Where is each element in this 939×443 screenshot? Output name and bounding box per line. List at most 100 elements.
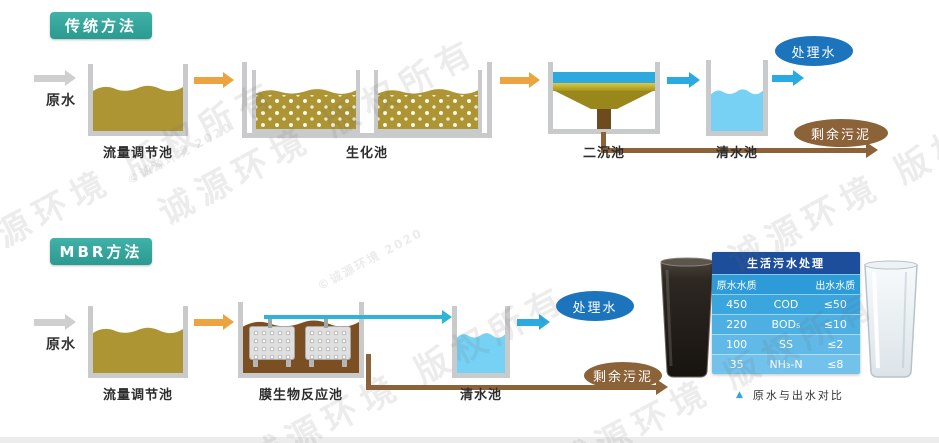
olive-liquid <box>93 323 183 373</box>
clear-water-tank-traditional <box>706 60 768 136</box>
arrow-head <box>65 314 76 330</box>
sedimentation-tank <box>548 62 660 134</box>
module-leg <box>253 360 258 367</box>
raw-water-inflow-arrow-mbr <box>34 314 76 330</box>
raw-water-label-mbr: 原水 <box>46 337 76 353</box>
sludge-pipe-vertical-traditional <box>601 132 606 151</box>
membrane-bioreactor-label: 膜生物反应池 <box>258 388 343 403</box>
page-edge-strip <box>0 437 939 443</box>
permeate-arrow-head <box>442 310 452 324</box>
arrow-shaft <box>194 76 223 84</box>
table-row: 35 NH₃-N ≤8 <box>712 354 860 374</box>
caption-text: 原水与出水对比 <box>752 389 844 402</box>
excess-sludge-pill-mbr: 剩余污泥 <box>584 362 662 389</box>
mbr-method-badge: MBR方法 <box>50 238 152 265</box>
raw-value: 220 <box>726 318 748 331</box>
olive-liquid <box>93 81 183 131</box>
table-row: 100 SS ≤2 <box>712 334 860 354</box>
clear-water-tank-mbr <box>452 306 510 378</box>
arrow-head <box>689 72 700 88</box>
module-riser-pipe-2 <box>324 318 328 328</box>
sludge-arrow-head-traditional <box>866 142 878 158</box>
module-leg <box>342 360 347 367</box>
sludge-pipe-horizontal-traditional <box>601 148 867 153</box>
module-riser-pipe-1 <box>268 318 272 328</box>
flow-regulation-tank-traditional <box>88 64 188 136</box>
out-value: ≤2 <box>827 338 844 351</box>
bio-compartment-1 <box>252 70 360 133</box>
raw-value: 35 <box>729 358 744 371</box>
clear-water-liquid <box>457 329 505 373</box>
arrow-shaft <box>194 318 223 326</box>
module-leg <box>286 360 291 367</box>
raw-value: 100 <box>726 338 748 351</box>
comparison-caption: ▲ 原水与出水对比 <box>736 387 844 403</box>
clear-water-tank-label-mbr: 清水池 <box>459 388 502 403</box>
arrow-shaft <box>34 74 65 82</box>
raw-value: 450 <box>726 298 748 311</box>
out-value: ≤50 <box>823 298 847 311</box>
arrow-head <box>539 314 550 330</box>
aerated-liquid <box>378 85 478 129</box>
arrow-head <box>223 314 234 330</box>
flow-arrow-3-traditional <box>667 72 700 88</box>
caption-triangle-icon: ▲ <box>736 390 745 400</box>
raw-quality-header: 原水水质 <box>716 281 757 292</box>
arrow-shaft <box>500 76 529 84</box>
biochemical-tank <box>242 62 492 138</box>
biochemical-tank-label: 生化池 <box>345 146 388 161</box>
sedimentation-tank-label: 二沉池 <box>582 146 625 161</box>
membrane-module-2 <box>305 326 351 360</box>
sludge-arrow-head-mbr <box>656 379 668 395</box>
arrow-shaft <box>517 318 539 326</box>
treated-water-arrow-traditional <box>772 70 804 86</box>
param-name: NH₃-N <box>769 358 803 371</box>
membrane-module-1 <box>249 326 295 360</box>
flow-arrow-2-traditional <box>500 72 540 88</box>
arrow-shaft <box>667 76 689 84</box>
param-name: COD <box>773 298 799 311</box>
table-header-row: 原水水质 出水水质 <box>712 274 860 294</box>
flow-regulation-tank-mbr <box>88 306 188 378</box>
arrow-head <box>793 70 804 86</box>
arrow-head <box>529 72 540 88</box>
sedimentation-layers <box>553 72 655 129</box>
arrow-head <box>223 72 234 88</box>
arrow-head <box>65 70 76 86</box>
bio-compartment-2 <box>374 70 482 133</box>
raw-water-inflow-arrow-traditional <box>34 70 76 86</box>
membrane-bioreactor-tank <box>238 302 364 378</box>
aerated-liquid <box>256 85 356 129</box>
treated-water-pill-mbr: 处理水 <box>556 291 634 321</box>
table-row: 220 BOD₅ ≤10 <box>712 314 860 334</box>
clear-water-tank-label-traditional: 清水池 <box>715 146 758 161</box>
out-quality-header: 出水水质 <box>815 281 856 292</box>
raw-water-glass <box>658 256 716 380</box>
out-value: ≤10 <box>823 318 847 331</box>
flow-regulation-tank-label-traditional: 流量调节池 <box>102 146 173 161</box>
arrow-shaft <box>772 74 793 82</box>
clear-water-liquid <box>711 85 763 131</box>
flow-regulation-tank-label-mbr: 流量调节池 <box>102 388 173 403</box>
aeration-bubbles <box>256 95 356 129</box>
table-title: 生活污水处理 <box>712 252 860 274</box>
raw-water-label-traditional: 原水 <box>46 93 76 109</box>
flow-arrow-1-mbr <box>194 314 234 330</box>
arrow-shaft <box>34 318 65 326</box>
sludge-pipe-vertical-mbr <box>366 354 371 390</box>
treated-water-glass <box>862 260 920 380</box>
module-leg <box>309 360 314 367</box>
treated-water-arrow-mbr <box>517 314 550 330</box>
table-row: 450 COD ≤50 <box>712 294 860 314</box>
excess-sludge-pill-traditional: 剩余污泥 <box>794 119 888 147</box>
water-quality-table: 生活污水处理 原水水质 出水水质 450 COD ≤50 220 BOD₅ ≤1… <box>712 252 860 374</box>
flow-arrow-1-traditional <box>194 72 234 88</box>
param-name: SS <box>779 338 793 351</box>
aeration-bubbles <box>378 95 478 129</box>
treated-water-pill-traditional: 处理水 <box>775 36 853 66</box>
out-value: ≤8 <box>827 358 844 371</box>
param-name: BOD₅ <box>771 318 801 331</box>
watermark: ©诚源环境 2020 <box>314 225 426 294</box>
permeate-pipe <box>264 315 442 319</box>
